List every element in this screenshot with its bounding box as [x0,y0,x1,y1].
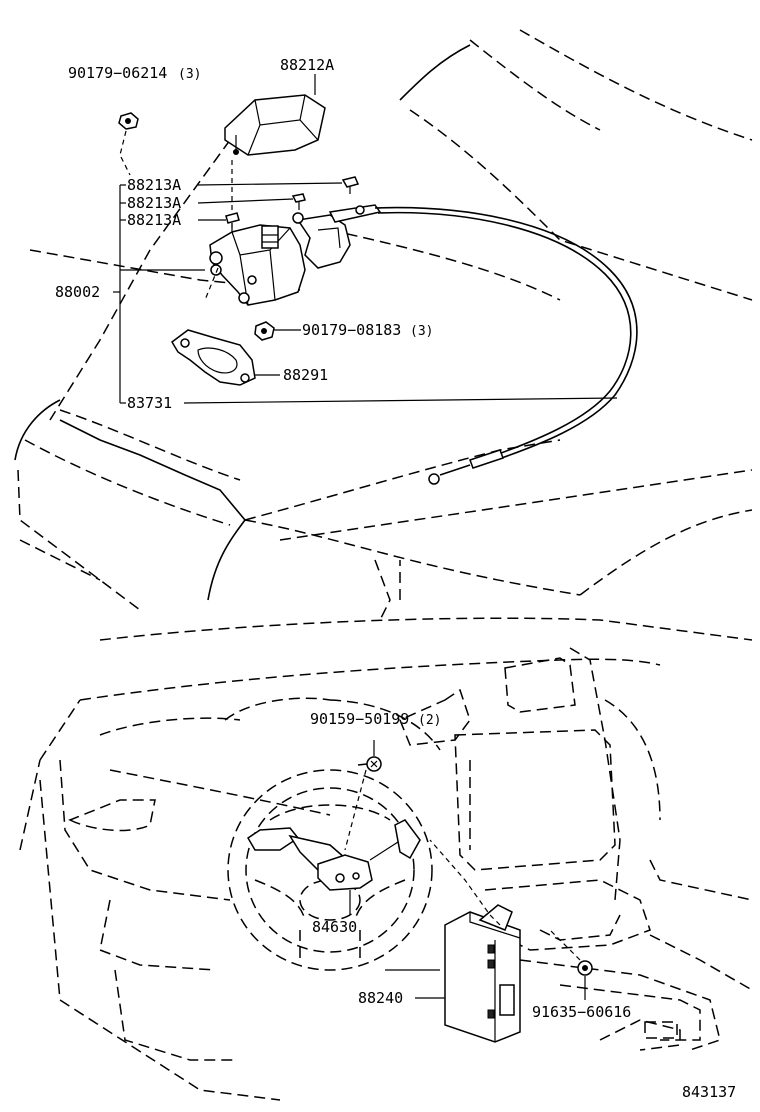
cruise-actuator-88002-icon [204,204,382,306]
nut-90179-08183-icon [254,321,275,341]
label-88002: 88002 [55,283,100,301]
cruise-computer-88240-icon [429,839,521,1043]
label-88291: 88291 [283,366,328,384]
cruise-switch-84630-icon [246,819,421,891]
part-labels: 90179−06214 (3) 88212A 88213A 88213A 882… [55,56,736,1101]
nut-90179-06214-icon [118,112,139,176]
label-91635-60616: 91635−60616 [532,1003,631,1021]
label-90179-08183-qty: (3) [410,324,433,339]
label-88212a: 88212A [280,56,334,74]
label-90179-06214: 90179−06214 [68,64,167,82]
label-90159-50199-qty: (2) [418,713,441,728]
control-cable-83731-icon [374,206,638,485]
label-84630: 84630 [312,918,357,936]
label-88213a-2: 88213A [127,194,181,212]
screw-90159-50199-icon [344,756,382,851]
label-83731: 83731 [127,394,172,412]
actuator-cover-88212a-icon [224,94,326,230]
steering-wheel-icon [227,769,433,971]
dashboard-outline [19,617,753,1101]
diagram-number: 843137 [682,1083,736,1101]
leader-lines [113,74,618,1000]
label-88213a-3: 88213A [127,211,181,229]
bolt-88213a-icons [225,176,360,232]
clip-91635-60616-icon [549,929,593,976]
label-90179-08183: 90179−08183 [302,321,401,339]
bracket-88291-icon [171,329,256,386]
label-88213a-1: 88213A [127,176,181,194]
label-90159-50199: 90159−50199 [310,710,409,728]
label-90179-06214-qty: (3) [178,67,201,82]
label-88240: 88240 [358,989,403,1007]
